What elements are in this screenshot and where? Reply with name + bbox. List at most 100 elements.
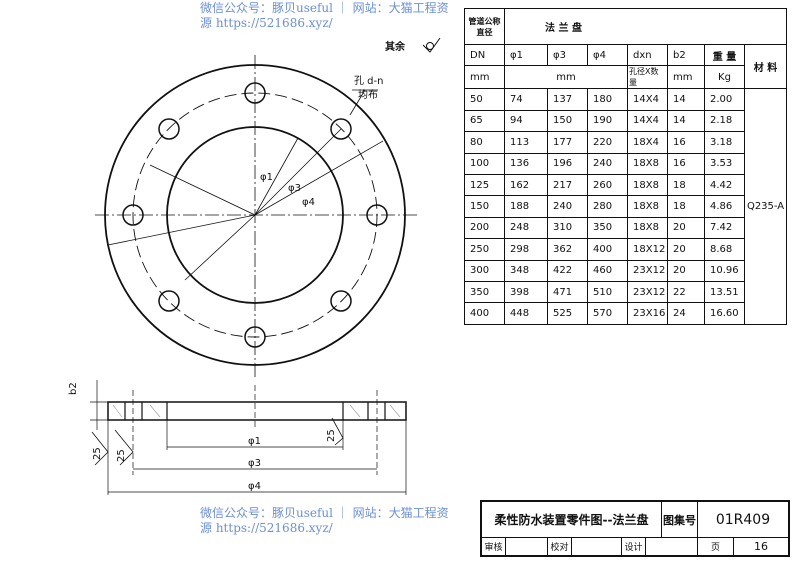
table-cell: 350 xyxy=(587,216,628,240)
table-cell: 398 xyxy=(504,280,548,304)
table-cell: 14 xyxy=(667,109,705,133)
title-block: 柔性防水装置零件图--法兰盘 图集号 01R409 审核 校对 设计 页 16 xyxy=(480,500,790,557)
phi1-dim-label: φ1 xyxy=(248,436,261,447)
hole-label: 孔 d-n xyxy=(354,75,383,87)
col-phi3: φ3 xyxy=(547,43,588,67)
table-cell: 65 xyxy=(464,109,505,133)
design-label: 设计 xyxy=(622,538,646,555)
phi3-dim-label: φ3 xyxy=(248,458,261,469)
table-cell: 150 xyxy=(547,109,588,133)
table-cell: 18X8 xyxy=(627,152,668,175)
watermark-bottom: 微信公众号：豚贝useful ｜ 网站：大猫工程资源 https://52168… xyxy=(200,506,449,535)
atlas-number: 01R409 xyxy=(698,502,788,538)
table-cell: 3.18 xyxy=(704,131,745,154)
page-number: 16 xyxy=(754,540,768,553)
col-material: 材 料 xyxy=(743,43,788,90)
phi4-dim-label: φ4 xyxy=(248,481,261,492)
col-dn: DN xyxy=(464,43,505,67)
phi3-label: φ3 xyxy=(288,183,301,194)
table-cell: 570 xyxy=(587,302,628,325)
roughness-25-c: 25 xyxy=(326,429,337,442)
outer-circle xyxy=(104,64,406,366)
table-cell: 400 xyxy=(464,302,505,325)
header-pipe-dn: 管道公称直径 xyxy=(464,8,505,45)
review-signature xyxy=(506,538,548,555)
design-signature xyxy=(646,538,698,555)
phi4-label: φ4 xyxy=(302,197,315,208)
table-cell: 10.96 xyxy=(704,259,745,282)
unit-b2: mm xyxy=(667,65,705,90)
table-cell: 18X12 xyxy=(627,238,668,261)
roughness-25-b: 25 xyxy=(116,449,127,462)
table-cell: 196 xyxy=(547,152,588,175)
table-cell: 4.42 xyxy=(704,173,745,197)
watermark-top: 微信公众号：豚贝useful ｜ 网站：大猫工程资源 https://52168… xyxy=(200,1,449,30)
table-cell: 23X12 xyxy=(627,259,668,282)
table-cell: 80 xyxy=(464,131,505,154)
col-b2: b2 xyxy=(667,43,705,67)
col-phi4: φ4 xyxy=(587,43,628,67)
b2-label: b2 xyxy=(68,382,79,395)
table-cell: 137 xyxy=(547,88,588,111)
table-cell: 422 xyxy=(547,259,588,282)
table-cell: 8.68 xyxy=(704,238,745,261)
col-phi1: φ1 xyxy=(504,43,548,67)
bolt-circle xyxy=(132,92,378,338)
table-cell: 177 xyxy=(547,131,588,154)
table-cell: 448 xyxy=(504,302,548,325)
table-cell: 2.00 xyxy=(704,88,745,111)
phi1-label: φ1 xyxy=(260,172,273,183)
page-label: 页 xyxy=(698,538,734,555)
table-cell: 14X4 xyxy=(627,88,668,111)
table-cell: 18X8 xyxy=(627,195,668,218)
table-cell: 248 xyxy=(504,216,548,240)
table-cell: 16 xyxy=(667,152,705,175)
table-cell: 362 xyxy=(547,238,588,261)
table-cell: 188 xyxy=(504,195,548,218)
table-cell: 125 xyxy=(464,173,505,197)
check-label: 校对 xyxy=(548,538,572,555)
table-cell: 150 xyxy=(464,195,505,218)
table-cell: 162 xyxy=(504,173,548,197)
table-cell: 4.86 xyxy=(704,195,745,218)
table-cell: 100 xyxy=(464,152,505,175)
table-cell: 94 xyxy=(504,109,548,133)
hole-label-2: 均布 xyxy=(358,89,378,101)
table-cell: 136 xyxy=(504,152,548,175)
table-cell: 250 xyxy=(464,238,505,261)
table-cell: 14 xyxy=(667,88,705,111)
col-weight: 重 量 xyxy=(704,43,745,67)
table-cell: 240 xyxy=(547,195,588,218)
table-cell: 18 xyxy=(667,195,705,218)
table-cell: 300 xyxy=(464,259,505,282)
table-cell: 280 xyxy=(587,195,628,218)
unit-weight: Kg xyxy=(704,65,745,90)
table-cell: 190 xyxy=(587,109,628,133)
table-cell: 3.53 xyxy=(704,152,745,175)
table-cell: 23X12 xyxy=(627,280,668,304)
table-cell: 2.18 xyxy=(704,109,745,133)
table-cell: 400 xyxy=(587,238,628,261)
inner-circle xyxy=(166,126,344,304)
flange-spec-table: 管道公称直径 法 兰 盘 DN φ1 φ3 φ4 dxn b2 重 量 材 料 … xyxy=(464,8,788,325)
roughness-25-a: 25 xyxy=(92,447,103,460)
unit-dn: mm xyxy=(464,65,505,90)
table-cell: 18X4 xyxy=(627,131,668,154)
table-cell: 180 xyxy=(587,88,628,111)
table-cell: 348 xyxy=(504,259,548,282)
atlas-label: 图集号 xyxy=(662,502,698,538)
table-cell: 525 xyxy=(547,302,588,325)
header-flange: 法 兰 盘 xyxy=(503,8,788,45)
table-cell: 18 xyxy=(667,173,705,197)
table-cell: 260 xyxy=(587,173,628,197)
